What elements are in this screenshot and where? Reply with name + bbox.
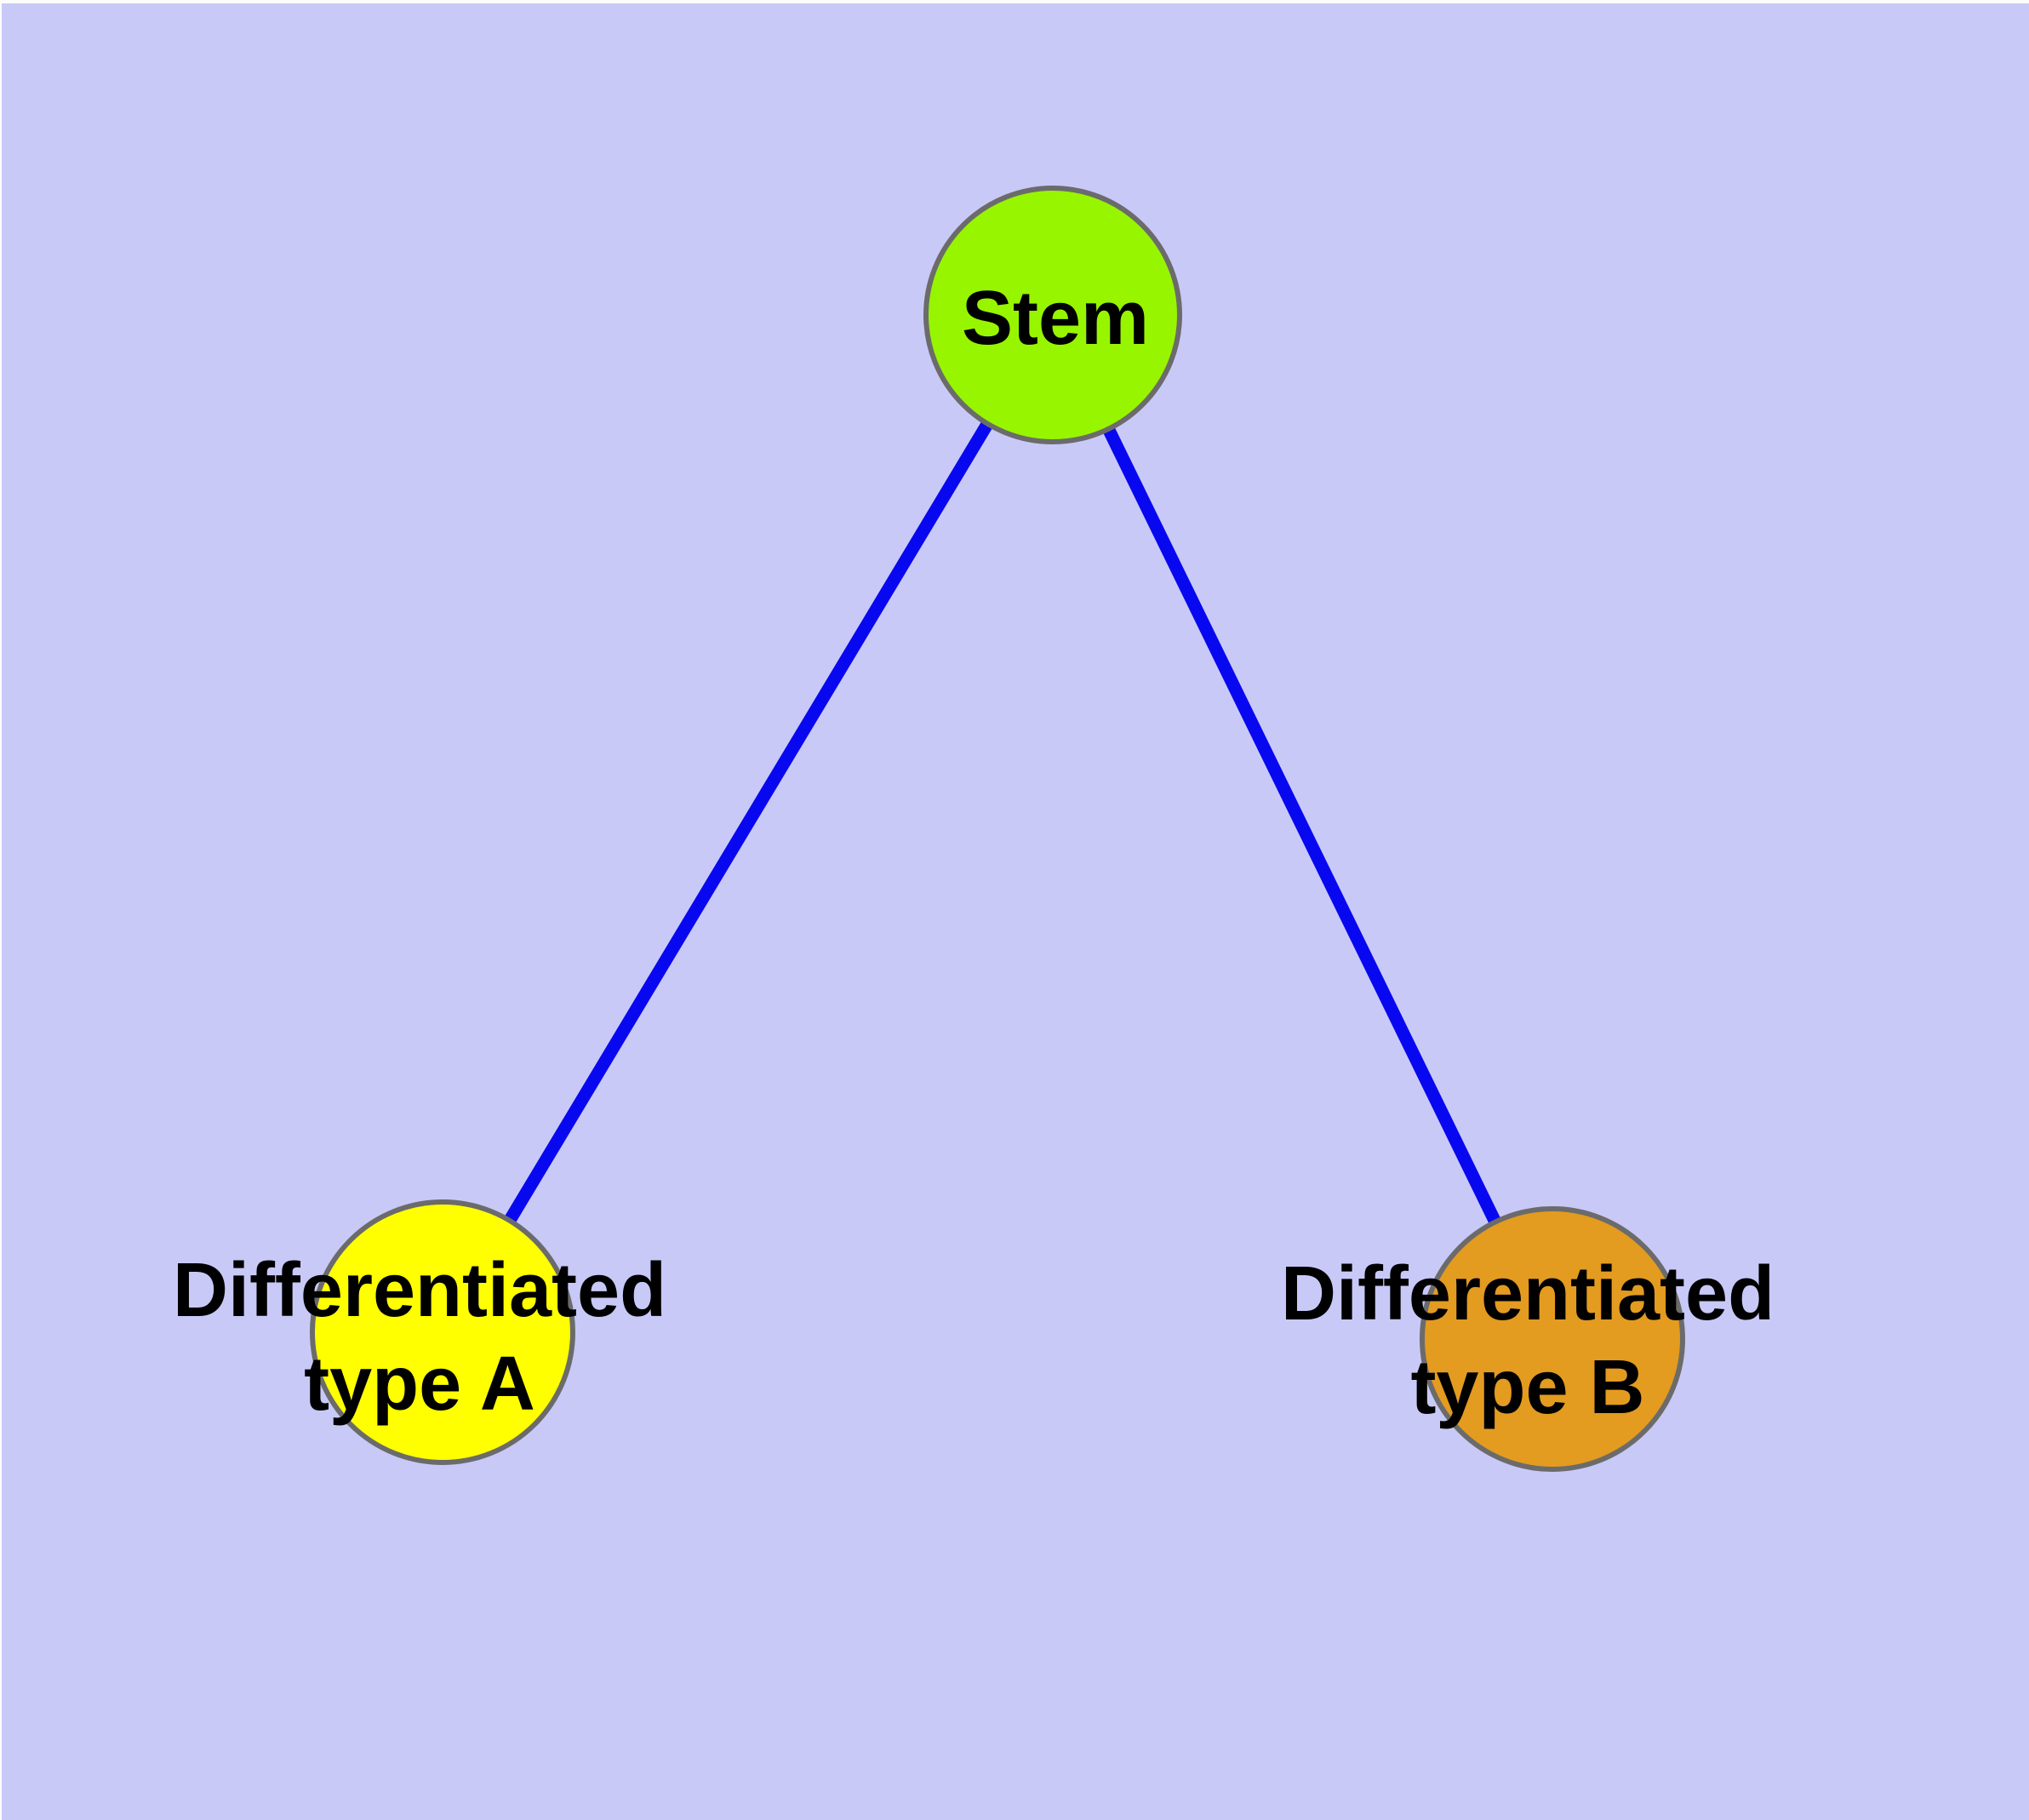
- node-circle-stem: [923, 186, 1182, 444]
- window-edge-top: [0, 0, 2029, 3]
- window-edge-left: [0, 0, 2, 1820]
- edge-stem-to-differentiated-type-a: [437, 312, 1059, 1336]
- edges-layer: [437, 312, 1558, 1342]
- edge-stem-to-differentiated-type-b: [1047, 312, 1558, 1342]
- nodes-layer: [310, 186, 1685, 1472]
- node-circle-differentiated-type-b: [1420, 1206, 1685, 1472]
- node-circle-differentiated-type-a: [310, 1199, 575, 1465]
